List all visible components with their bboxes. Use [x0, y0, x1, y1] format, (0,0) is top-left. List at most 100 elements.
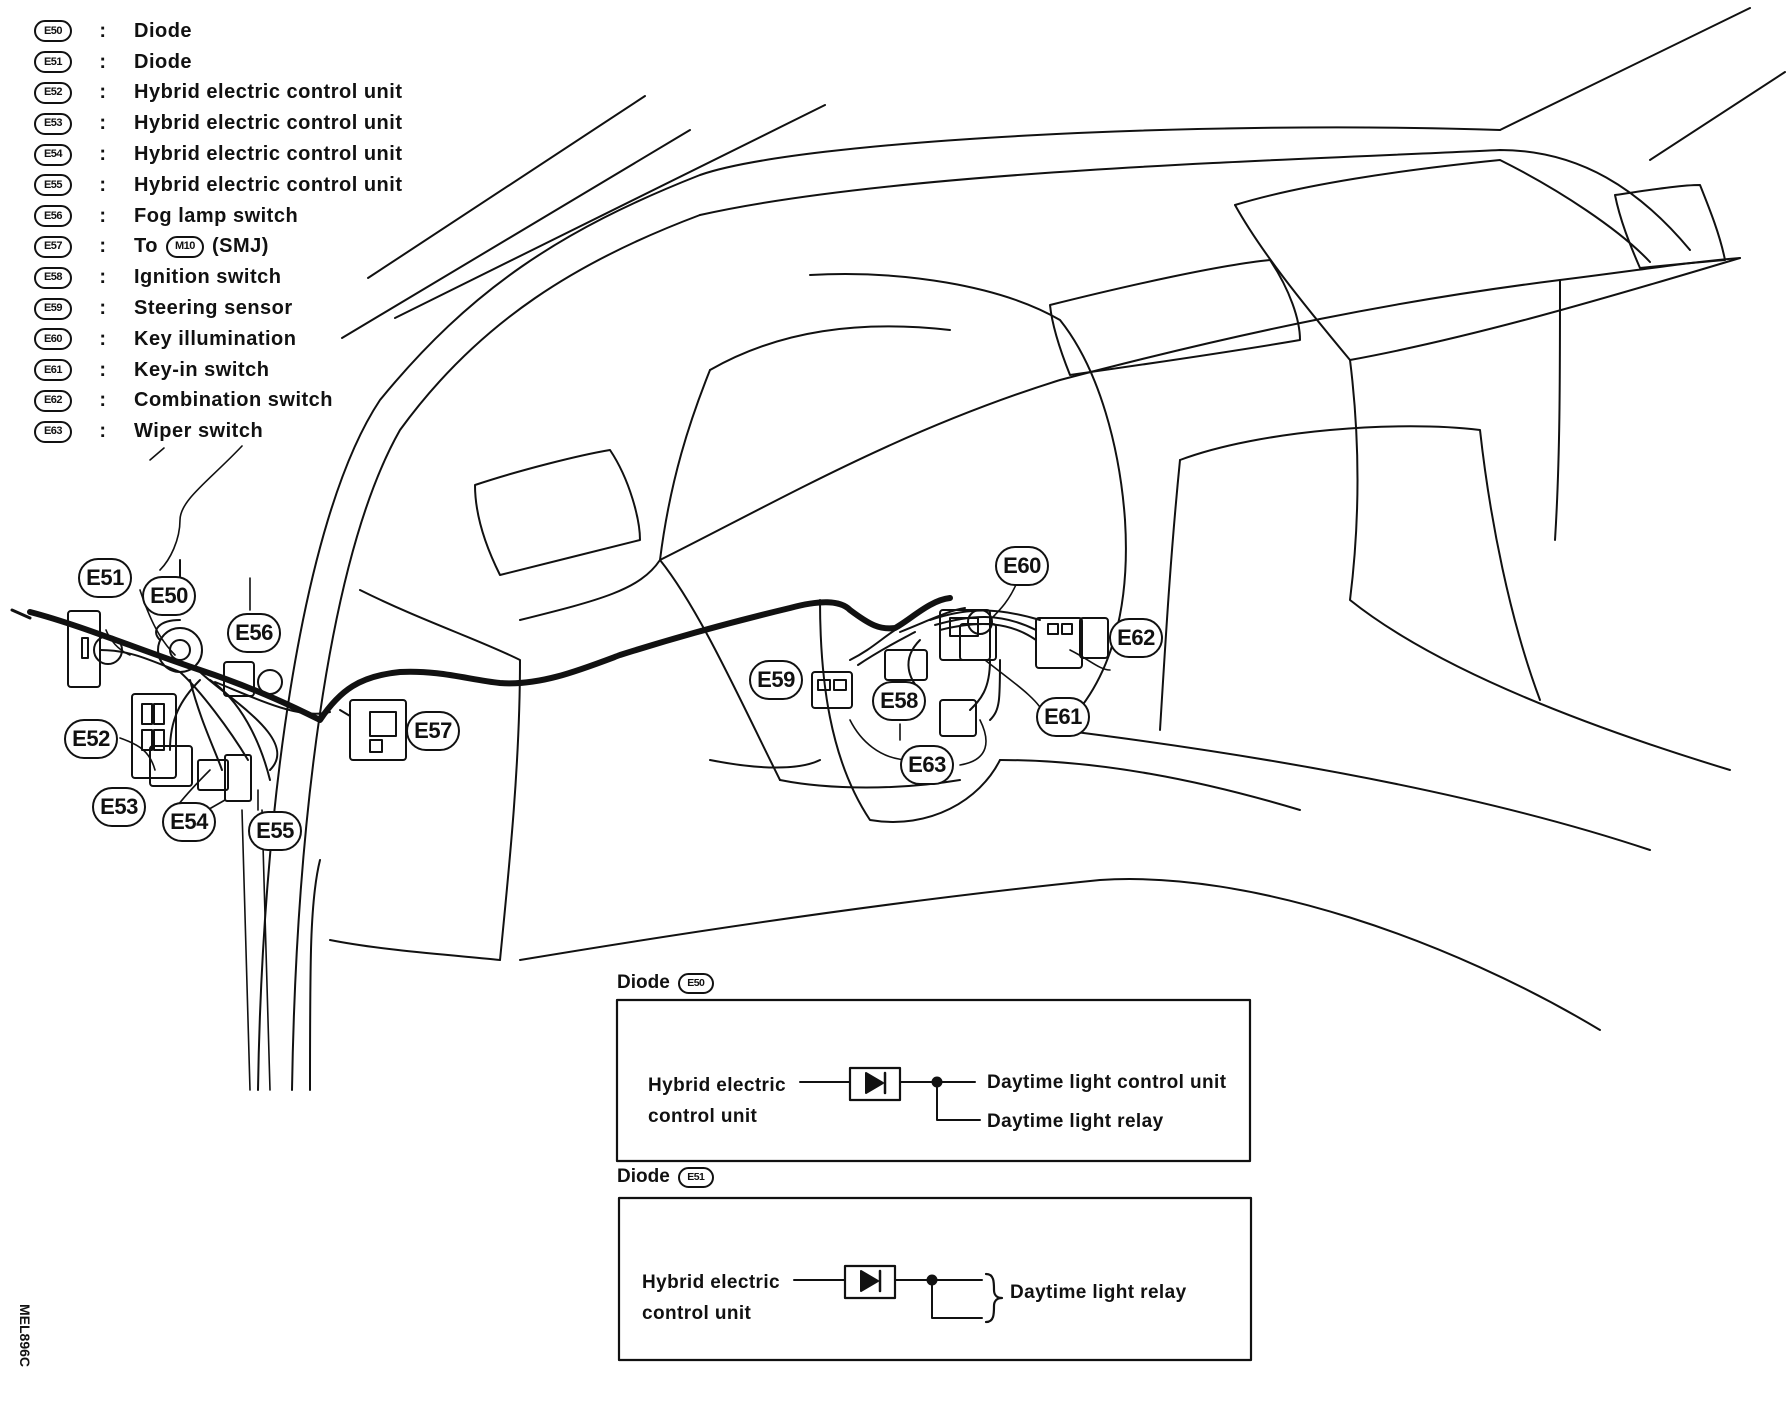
diode-e50-right-label-1: Daytime light control unit: [987, 1072, 1227, 1093]
connector-badge: E56: [34, 205, 72, 228]
callout-e50: E50: [142, 576, 196, 616]
legend-row: E54: Hybrid electric control unit: [34, 139, 402, 170]
callout-e61: E61: [1036, 697, 1090, 737]
legend-row: E58: Ignition switch: [34, 262, 402, 293]
connector-badge: E53: [34, 112, 72, 135]
connector-badge: E50: [34, 20, 72, 43]
connector-badge: E52: [34, 81, 72, 104]
windshield-lines: [341, 7, 1786, 339]
connector-badge: E60: [34, 328, 72, 351]
diode-e50-title: Diode E50: [617, 972, 714, 994]
diode-e51-right-label-1: Daytime light relay: [1010, 1282, 1187, 1303]
legend-row: E53: Hybrid electric control unit: [34, 108, 402, 139]
air-vents: [474, 184, 1726, 576]
meter-hood: [659, 273, 1127, 823]
callout-e56: E56: [227, 613, 281, 653]
legend-description: Key-in switch: [134, 358, 270, 381]
callout-e55: E55: [248, 811, 302, 851]
legend-row: E56: Fog lamp switch: [34, 201, 402, 232]
connector-badge: E55: [34, 174, 72, 197]
callout-e54: E54: [162, 802, 216, 842]
diode-box-e50: [615, 998, 1252, 1163]
diode-e51-title: Diode E51: [617, 1166, 714, 1188]
connector-badge: E51: [34, 51, 72, 74]
diode-title-text: Diode: [617, 1166, 670, 1187]
legend-description: Hybrid electric control unit: [134, 81, 403, 104]
legend-row: E63:Wiper switch: [34, 416, 402, 447]
callout-e60: E60: [995, 546, 1049, 586]
callout-e58: E58: [872, 681, 926, 721]
diode-e50-left-label-1: Hybrid electric: [648, 1075, 786, 1096]
diode-e51-left-label-2: control unit: [642, 1303, 752, 1324]
legend-description: Combination switch: [134, 389, 333, 412]
legend-row: E52: Hybrid electric control unit: [34, 78, 402, 109]
legend-description: Hybrid electric control unit: [134, 173, 403, 196]
legend-separator: :: [99, 235, 107, 258]
legend-separator: :: [99, 358, 107, 381]
legend-description: Fog lamp switch: [134, 204, 299, 227]
diode-title-text: Diode: [617, 972, 670, 993]
connector-ref-badge: M10: [165, 235, 204, 258]
legend-row: E62: Combination switch: [34, 386, 402, 417]
callout-e52: E52: [64, 719, 118, 759]
callout-e53: E53: [92, 787, 146, 827]
e57-connector: [339, 699, 407, 761]
legend-row: E51: Diode: [34, 47, 402, 78]
diode-e50-right-label-2: Daytime light relay: [987, 1111, 1164, 1132]
callout-e57: E57: [406, 711, 460, 751]
legend-description: Diode: [134, 50, 193, 73]
leader-lines: [105, 445, 1111, 1091]
legend-separator: :: [99, 297, 107, 320]
callout-e51: E51: [78, 558, 132, 598]
legend-description: Ignition switch: [134, 266, 282, 289]
legend-separator: :: [99, 19, 107, 42]
legend-separator: :: [99, 50, 107, 73]
legend-description: To: [134, 235, 158, 258]
legend-row: E59:Steering sensor: [34, 293, 402, 324]
diode-box-e51: [617, 1196, 1253, 1362]
legend-row: E50: Diode: [34, 16, 402, 47]
right-connector-cluster: [811, 607, 1109, 737]
legend-row: E61: Key-in switch: [34, 355, 402, 386]
left-connector-cluster: [67, 559, 331, 802]
legend-description: Wiper switch: [134, 420, 264, 443]
figure-code: MEL896C: [17, 1304, 33, 1368]
legend-separator: :: [99, 173, 107, 196]
connector-badge: E58: [34, 266, 72, 289]
legend-row: E57: To M10 (SMJ): [34, 232, 402, 263]
callout-e62: E62: [1109, 618, 1163, 658]
legend-separator: :: [99, 389, 107, 412]
connector-badge: E61: [34, 359, 72, 382]
dashboard-top: [519, 149, 1741, 621]
main-harness: [27, 595, 953, 723]
a-pillar: [257, 126, 1501, 1091]
diode-e51-left-label-1: Hybrid electric: [642, 1272, 780, 1293]
legend-separator: :: [99, 81, 107, 104]
legend-description: Steering sensor: [134, 297, 293, 320]
legend-separator: :: [99, 204, 107, 227]
connector-badge: E62: [34, 389, 72, 412]
legend-separator: :: [99, 143, 107, 166]
legend-row: E55: Hybrid electric control unit: [34, 170, 402, 201]
legend-description: Diode: [134, 19, 193, 42]
callout-e63: E63: [900, 745, 954, 785]
connector-legend: E50: Diode E51: Diode E52: Hybrid electric …: [34, 16, 402, 447]
lower-dash: [329, 279, 1731, 1031]
connector-badge: E51: [677, 1166, 714, 1188]
legend-separator: :: [99, 266, 107, 289]
legend-row: E60: Key illumination: [34, 324, 402, 355]
connector-badge: E50: [677, 972, 714, 994]
legend-description: Hybrid electric control unit: [134, 143, 403, 166]
legend-separator: :: [99, 327, 107, 350]
connector-badge: E57: [34, 235, 72, 258]
legend-description: Key illumination: [134, 327, 297, 350]
diode-e50-left-label-2: control unit: [648, 1106, 758, 1127]
legend-separator: :: [99, 112, 107, 135]
legend-separator: :: [99, 420, 107, 443]
connector-badge: E54: [34, 143, 72, 166]
legend-description: Hybrid electric control unit: [134, 112, 403, 135]
callout-e59: E59: [749, 660, 803, 700]
legend-suffix: (SMJ): [211, 235, 269, 258]
